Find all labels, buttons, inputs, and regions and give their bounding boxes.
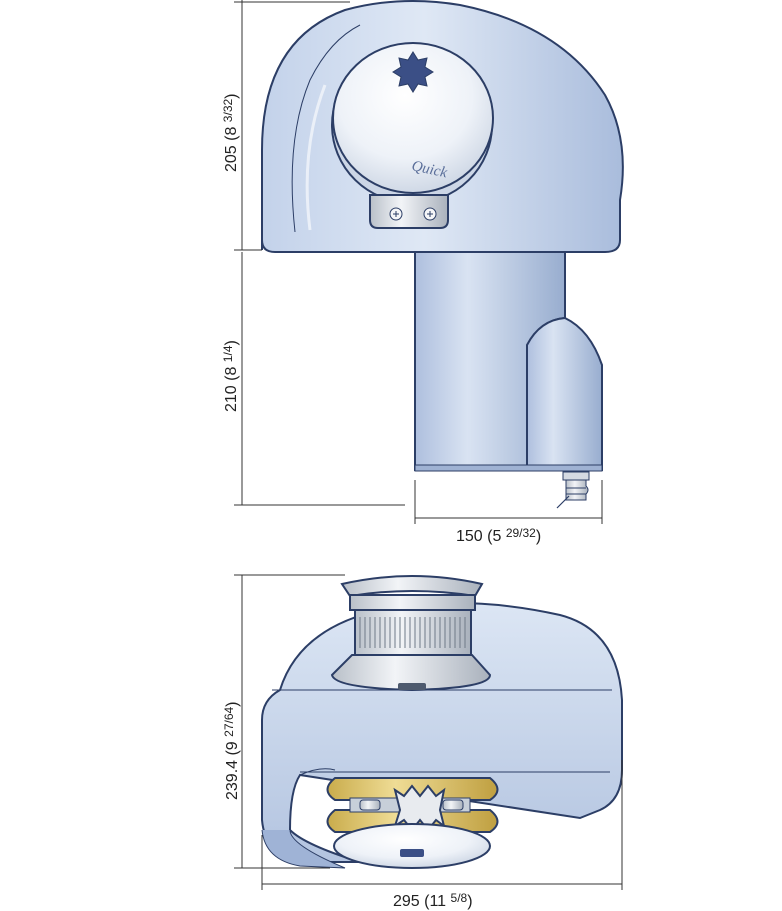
capstan-drum: Quick <box>331 42 494 204</box>
dimension-stem-width: 150 (5 29/32) <box>414 480 603 545</box>
star-icon <box>392 51 434 93</box>
windlass-column <box>414 249 603 472</box>
plan-view: 239.4 (9 27/64) 295 (11 5/8) <box>222 574 623 910</box>
svg-text:295 (11 5/8): 295 (11 5/8) <box>393 891 473 910</box>
dimension-plan-height: 239.4 (9 27/64) <box>222 574 345 869</box>
mounting-plate <box>369 194 449 229</box>
svg-text:210 (8 1/4): 210 (8 1/4) <box>221 340 240 412</box>
side-view: Quick 205 (8 3/32) 210 (8 1/4) <box>221 0 624 545</box>
dimension-plan-width: 295 (11 5/8) <box>261 760 623 910</box>
svg-text:150 (5 29/32): 150 (5 29/32) <box>456 526 541 545</box>
svg-text:205 (8 3/32): 205 (8 3/32) <box>221 94 240 173</box>
cable-gland <box>556 471 590 509</box>
capstan-top <box>330 575 492 692</box>
svg-text:239.4 (9 27/64): 239.4 (9 27/64) <box>222 701 241 800</box>
dimension-top-height: 205 (8 3/32) <box>221 0 350 251</box>
knurled-band <box>359 617 466 648</box>
dimension-stem-height: 210 (8 1/4) <box>221 252 405 506</box>
star-icon <box>400 849 424 857</box>
bottom-cap <box>333 823 491 869</box>
quick-logo: Quick <box>410 158 449 181</box>
